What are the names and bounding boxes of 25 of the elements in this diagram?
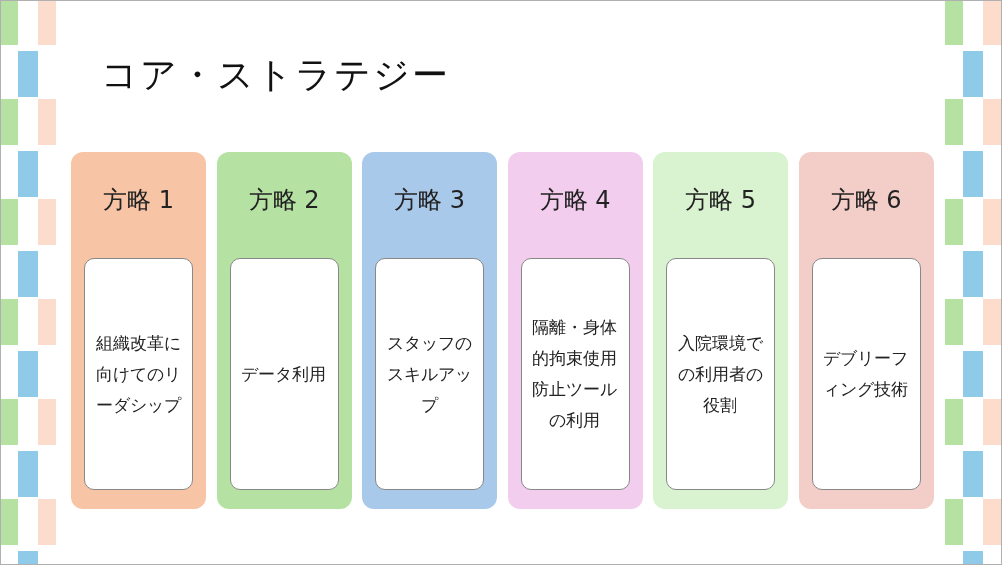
content-box — [666, 258, 775, 490]
content-box — [520, 258, 630, 490]
strategy-text: 組織改革に向けてのリーダシップ — [95, 331, 183, 417]
card-heading: 方略 5 — [684, 185, 757, 216]
strategy-card — [71, 152, 206, 509]
content-box — [811, 258, 921, 490]
strategy-text: 隔離・身体的拘束使用防止ツールの利用 — [531, 316, 619, 432]
content-box — [229, 258, 339, 490]
card-heading: 方略 4 — [538, 185, 612, 216]
strategy-card — [798, 152, 934, 509]
strategy-text: 入院環境での利用者の役割 — [677, 331, 764, 417]
strategy-card — [653, 152, 788, 509]
content-box — [375, 258, 484, 490]
card-heading: 方略 6 — [829, 185, 903, 216]
strategy-text: スタッフのスキルアップ — [386, 331, 473, 417]
strategy-text: データ利用 — [240, 362, 328, 386]
strategy-text: デブリーフィング技術 — [822, 347, 910, 401]
card-heading: 方略 1 — [102, 185, 175, 216]
card-heading: 方略 2 — [247, 185, 321, 216]
card-heading: 方略 3 — [393, 185, 466, 216]
strategy-card — [507, 152, 643, 509]
strategy-card — [362, 152, 497, 509]
content-box — [84, 258, 193, 490]
strategy-card — [216, 152, 352, 509]
slide-title: コア・ストラテジー — [101, 53, 450, 97]
